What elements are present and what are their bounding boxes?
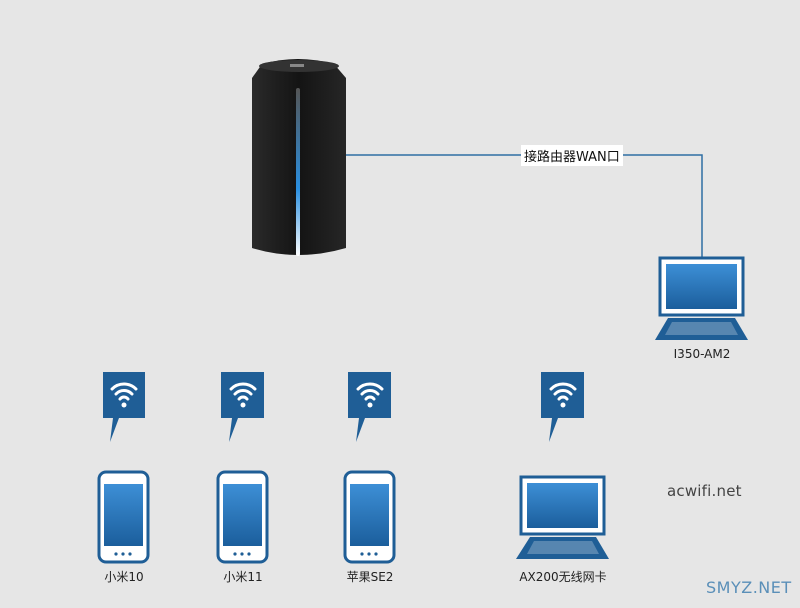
phone-icon [343,470,396,564]
client-label-xiaomi10: 小米10 [104,570,144,584]
client-label-iphone-se2: 苹果SE2 [346,570,394,584]
wifi-bubble-icon [348,372,391,442]
client-label-ax200: AX200无线网卡 [519,570,607,584]
wan-port-label: 接路由器WAN口 [521,145,623,166]
router-icon [252,59,346,256]
wifi-bubble-icon [103,372,145,442]
phone-icon [216,470,269,564]
pc-laptop-icon [655,256,748,340]
client-label-xiaomi11: 小米11 [223,570,263,584]
phone-icon [97,470,150,564]
laptop-icon [516,475,609,559]
wifi-bubble-icon [541,372,584,442]
wan-connection-line [346,154,703,258]
wifi-bubble-icon [221,372,264,442]
pc-label: I350-AM2 [673,347,731,361]
watermark-acwifi: acwifi.net [667,482,742,500]
watermark-smyz: SMYZ.NET [706,578,792,597]
router-led-icon [296,88,300,256]
